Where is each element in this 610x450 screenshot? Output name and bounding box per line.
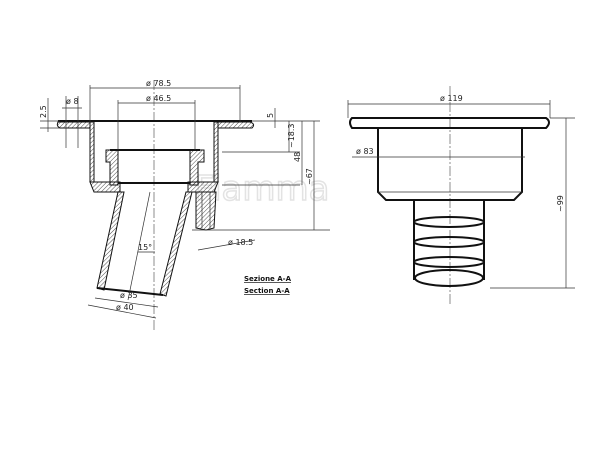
dim-outlet-outer: ø 40 xyxy=(116,303,134,312)
inner-ring-right xyxy=(189,149,205,186)
dim-inner: ø 46.5 xyxy=(146,94,171,103)
section-label-en: Section A-A xyxy=(244,287,290,295)
dim-flange-outer: ø 78.5 xyxy=(146,79,171,88)
dim-side-height: ~99 xyxy=(556,195,565,212)
flange-left xyxy=(56,121,91,129)
dim-height-67: ~67 xyxy=(305,168,314,185)
dim-depth-18: ~18.3 xyxy=(287,123,296,148)
dim-outlet-inner: ø 35 xyxy=(120,291,138,300)
flange-right xyxy=(217,121,255,129)
side-view: ø 119 ø 83 ~99 xyxy=(347,86,575,305)
dim-top-offset: 5 xyxy=(266,113,275,118)
outlet-wall-left xyxy=(96,191,125,291)
outlet-wall-right xyxy=(159,191,193,297)
section-label-it: Sezione A-A xyxy=(244,275,292,283)
outer-wall-left xyxy=(89,121,95,183)
dim-side-body: ø 83 xyxy=(356,147,374,156)
spigot xyxy=(195,191,217,231)
dim-spigot: ø 18.5 xyxy=(228,238,253,247)
side-body xyxy=(377,128,523,201)
dim-height-48: 48 xyxy=(293,152,302,162)
hose-end xyxy=(414,269,484,287)
dim-hole: ø 8 xyxy=(66,97,79,106)
section-view: ø 78.5 ø 46.5 ø 8 2.5 5 ~18.3 48 ~67 15° xyxy=(39,79,330,330)
dim-side-flange: ø 119 xyxy=(440,94,463,103)
side-flange xyxy=(349,117,550,129)
dim-angle: 15° xyxy=(138,243,152,252)
outer-wall-right xyxy=(213,121,219,183)
dim-flange-thickness: 2.5 xyxy=(39,105,48,118)
inner-ring-left xyxy=(105,149,119,186)
